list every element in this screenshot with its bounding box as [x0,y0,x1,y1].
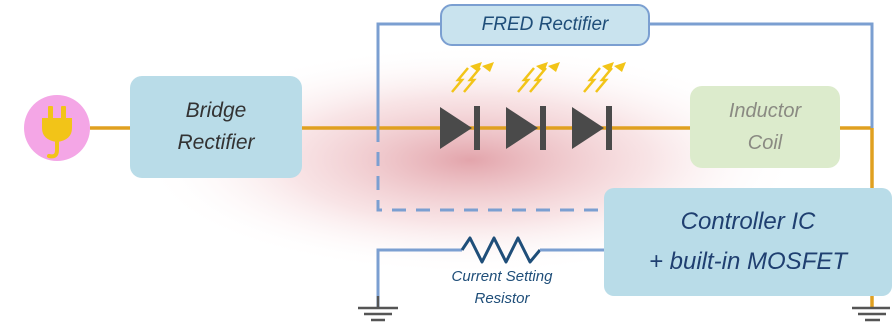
inductor-coil-label-line2: Coil [747,132,783,154]
controller-label-line2: + built-in MOSFET [648,248,848,275]
bridge-rectifier-box: Bridge Rectifier [130,76,302,178]
controller-label-line1: Controller IC [680,208,816,235]
fred-rectifier-label: FRED Rectifier [481,14,609,35]
power-plug-icon [24,95,90,161]
ground-icon [358,296,398,322]
resistor-label-line2: Resistor [474,290,530,307]
inductor-coil-box: Inductor Coil [690,86,840,168]
ground-icon [852,306,890,322]
fred-rectifier-box: FRED Rectifier [440,4,650,46]
led-diode-icon [572,62,626,150]
resistor-icon [460,236,542,264]
bridge-rectifier-label-line2: Rectifier [177,131,255,154]
fred-wire-left [376,22,440,128]
led-diode-icon [440,62,494,150]
led-diode-icon [506,62,560,150]
resistor-wire-left [376,248,462,308]
resistor-label-line1: Current Setting [451,268,553,285]
current-setting-resistor-label: Current Setting Resistor [418,266,586,310]
inductor-coil-label-line1: Inductor [728,100,802,122]
bridge-rectifier-label-line1: Bridge [185,99,247,122]
controller-ic-box: Controller IC + built-in MOSFET [604,188,892,296]
fred-wire-right [650,22,874,128]
feedback-dashed-wire [376,128,604,212]
